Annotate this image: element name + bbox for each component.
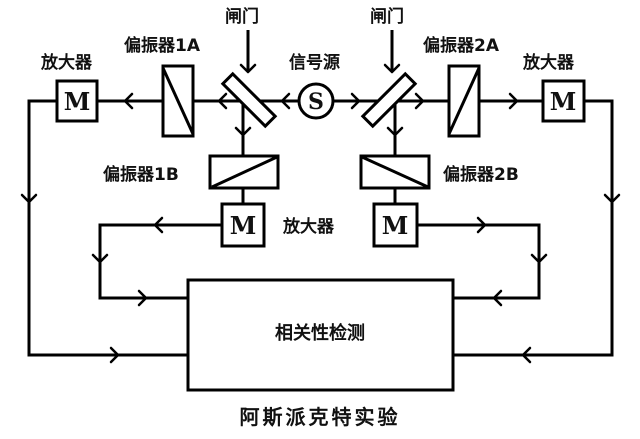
diagram-caption: 阿斯派克特实验 <box>240 405 401 429</box>
amplifier-2b: M <box>372 202 419 248</box>
svg-text:M: M <box>550 87 577 116</box>
arrow-down-icon <box>91 253 109 264</box>
polarizer-1a <box>161 64 195 138</box>
wires <box>27 30 614 357</box>
arrow-left-icon <box>280 92 291 110</box>
arrow-right-icon <box>350 92 361 110</box>
arrow-left-icon <box>153 216 164 234</box>
wire-amp1a-to-detector <box>27 99 188 357</box>
amplifier-1b: M <box>220 202 266 248</box>
polarizer-2b-label: 偏振器2B <box>443 164 519 185</box>
arrow-left-icon <box>492 289 503 307</box>
amplifier-1a: M <box>55 79 99 123</box>
svg-text:M: M <box>382 211 409 240</box>
arrow-down-icon <box>530 253 548 264</box>
beam-splitter-left <box>220 71 278 129</box>
source-symbol: S <box>308 89 324 115</box>
detector-label: 相关性检测 <box>275 322 365 344</box>
arrow-right-icon <box>109 346 120 364</box>
correlation-detector: 相关性检测 <box>186 278 455 392</box>
arrow-right-icon <box>137 289 148 307</box>
arrow-down-icon <box>603 193 621 204</box>
amplifier-1a-label: 放大器 <box>40 52 93 73</box>
arrow-left-icon <box>123 92 134 110</box>
arrow-down-icon <box>383 63 401 74</box>
arrow-right-icon <box>508 92 519 110</box>
arrow-down-icon <box>239 63 257 74</box>
arrow-down-icon <box>20 193 38 204</box>
polarizer-2a <box>447 64 481 138</box>
polarizer-1b <box>208 154 280 190</box>
polarizer-1b-label: 偏振器1B <box>103 164 179 185</box>
svg-text:M: M <box>230 211 257 240</box>
arrow-right-icon <box>476 216 487 234</box>
gate-label-right: 闸门 <box>370 6 404 27</box>
polarizer-2a-label: 偏振器2A <box>423 35 500 56</box>
amplifier-b-label: 放大器 <box>282 216 335 237</box>
source-label: 信号源 <box>289 52 340 73</box>
amplifier-2a: M <box>541 79 586 123</box>
arrow-down-icon <box>234 126 252 137</box>
polarizer-1a-label: 偏振器1A <box>124 35 201 56</box>
signal-source: S <box>297 82 335 120</box>
arrow-right-icon <box>414 92 425 110</box>
svg-text:M: M <box>64 87 91 116</box>
arrow-left-icon <box>521 346 532 364</box>
arrowheads <box>20 63 621 364</box>
arrow-left-icon <box>217 92 228 110</box>
arrow-down-icon <box>386 126 404 137</box>
amplifier-2a-label: 放大器 <box>522 52 575 73</box>
polarizer-2b <box>359 154 431 190</box>
beam-splitter-right <box>360 71 418 129</box>
wire-amp2a-to-detector <box>453 99 614 357</box>
gate-label-left: 闸门 <box>225 6 259 27</box>
